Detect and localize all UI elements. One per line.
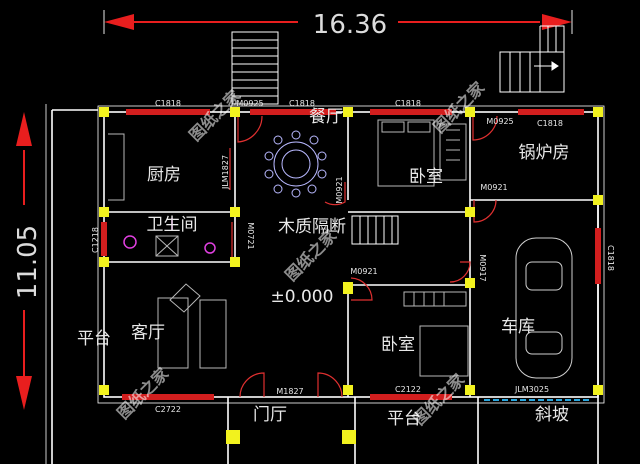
dimension-depth: 11.05 xyxy=(13,112,43,410)
code-c1818-c: C1818 xyxy=(395,99,421,108)
arrow-left-icon xyxy=(104,14,134,30)
width-dimension-label: 16.36 xyxy=(313,10,387,40)
room-label-platform-bottom: 平台 xyxy=(387,409,421,429)
doors xyxy=(229,115,498,398)
dimension-width: 16.36 xyxy=(103,10,573,40)
arrow-down-icon xyxy=(16,376,32,410)
window-c2122 xyxy=(370,394,452,400)
room-label-dining: 餐厅 xyxy=(309,107,343,127)
coffee-table xyxy=(157,297,189,369)
window-c1818-c xyxy=(370,109,452,115)
code-m0921-c: M0921 xyxy=(350,267,377,276)
furniture xyxy=(108,119,573,379)
armchair xyxy=(169,283,201,313)
arrow-up-icon xyxy=(16,112,32,146)
code-c1818-d: C1818 xyxy=(537,119,563,128)
room-label-partition: 木质隔断 xyxy=(278,217,346,237)
floor-level-label: ±0.000 xyxy=(271,287,334,307)
code-m0921-a: M0921 xyxy=(335,176,344,203)
exterior-stair-right xyxy=(499,25,565,93)
window-c1818-b xyxy=(250,109,336,115)
room-label-bathroom: 卫生间 xyxy=(147,215,198,235)
window-c2722 xyxy=(122,394,214,400)
depth-dimension-label: 11.05 xyxy=(13,225,43,299)
window-c1818-a xyxy=(126,109,210,115)
window-c1818-d xyxy=(518,109,584,115)
window-c1218 xyxy=(101,222,107,256)
code-jlm1827: JLM1827 xyxy=(221,155,230,190)
room-label-bedroom-top: 卧室 xyxy=(409,167,443,187)
code-c1818-e: C1818 xyxy=(606,245,615,271)
windows xyxy=(101,109,601,400)
bed-top xyxy=(377,119,435,187)
room-label-living: 客厅 xyxy=(131,323,165,343)
code-m0925-b: M0925 xyxy=(486,117,513,126)
columns xyxy=(99,107,603,444)
code-m0925-a: M0925 xyxy=(236,99,263,108)
room-label-platform-left: 平台 xyxy=(77,329,111,349)
toilet-icon xyxy=(204,242,216,254)
code-c2722: C2722 xyxy=(155,405,181,414)
window-c1818-e xyxy=(595,228,601,284)
code-m0921-b: M0921 xyxy=(480,183,507,192)
code-m1827: M1827 xyxy=(276,387,303,396)
room-label-bedroom-bottom: 卧室 xyxy=(381,335,415,355)
bed-bottom xyxy=(419,325,469,377)
code-jlm3025: JLM3025 xyxy=(514,385,549,394)
room-label-boiler: 锅炉房 xyxy=(519,143,570,163)
exterior-stair-top xyxy=(231,31,279,105)
wardrobe-bottom xyxy=(403,291,467,307)
shower-tray xyxy=(155,235,179,257)
code-m0917: M0917 xyxy=(478,254,487,281)
room-label-ramp: 斜坡 xyxy=(535,405,569,425)
code-c1818-b: C1818 xyxy=(289,99,315,108)
code-c2122: C2122 xyxy=(395,385,421,394)
dining-table xyxy=(264,130,327,198)
room-label-entry: 门厅 xyxy=(253,405,287,425)
code-m0721: M0721 xyxy=(246,222,255,249)
watermark-2: 图纸之家 xyxy=(429,77,488,136)
room-label-kitchen: 厨房 xyxy=(147,165,181,185)
interior-stair xyxy=(351,215,399,245)
sink-icon xyxy=(123,235,137,249)
kitchen-counter xyxy=(108,133,125,201)
sofa xyxy=(199,299,227,369)
room-label-garage: 车库 xyxy=(501,317,535,337)
code-c1218: C1218 xyxy=(91,227,100,253)
wardrobe-top xyxy=(439,123,467,181)
car xyxy=(515,237,573,379)
arrow-right-icon xyxy=(542,14,572,30)
code-c1818-a: C1818 xyxy=(155,99,181,108)
